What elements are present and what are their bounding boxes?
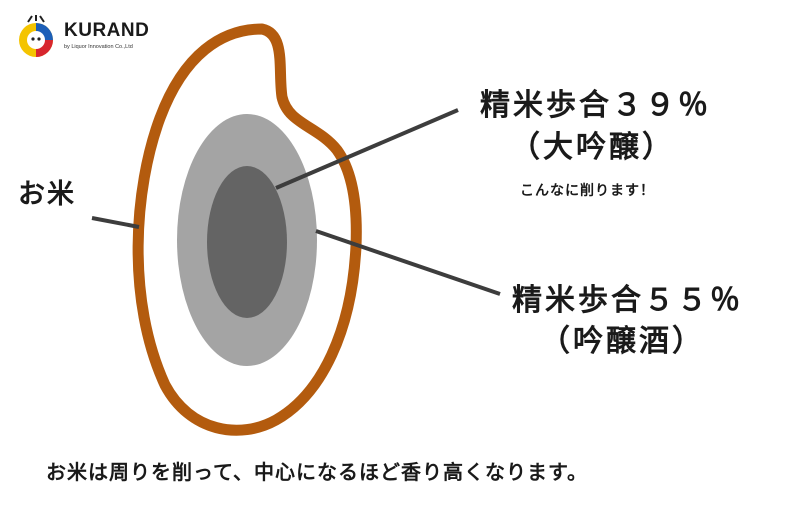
polish-note: こんなに削ります！: [520, 183, 655, 199]
polish-ratio-39-label: 精米歩合３９％: [480, 88, 711, 123]
leader-line-39: [275, 108, 459, 190]
rice-label: お米: [18, 179, 76, 210]
leader-line-55: [315, 229, 501, 296]
kurand-logo: KURAND by Liquor Innovation Co.,Ltd: [14, 14, 164, 60]
leader-line-rice: [91, 216, 140, 229]
sake-cat-mascot-icon: [19, 15, 53, 57]
footer-caption: お米は周りを削って、中心になるほど香り高くなります。: [46, 460, 588, 484]
ginjo-label: （吟醸酒）: [540, 324, 705, 359]
polish-ratio-55-label: 精米歩合５５％: [512, 283, 743, 318]
core-39-percent: [207, 166, 287, 318]
brand-name: KURAND: [64, 20, 150, 41]
daiginjo-label: （大吟醸）: [510, 130, 675, 165]
brand-tagline: by Liquor Innovation Co.,Ltd: [64, 44, 133, 50]
